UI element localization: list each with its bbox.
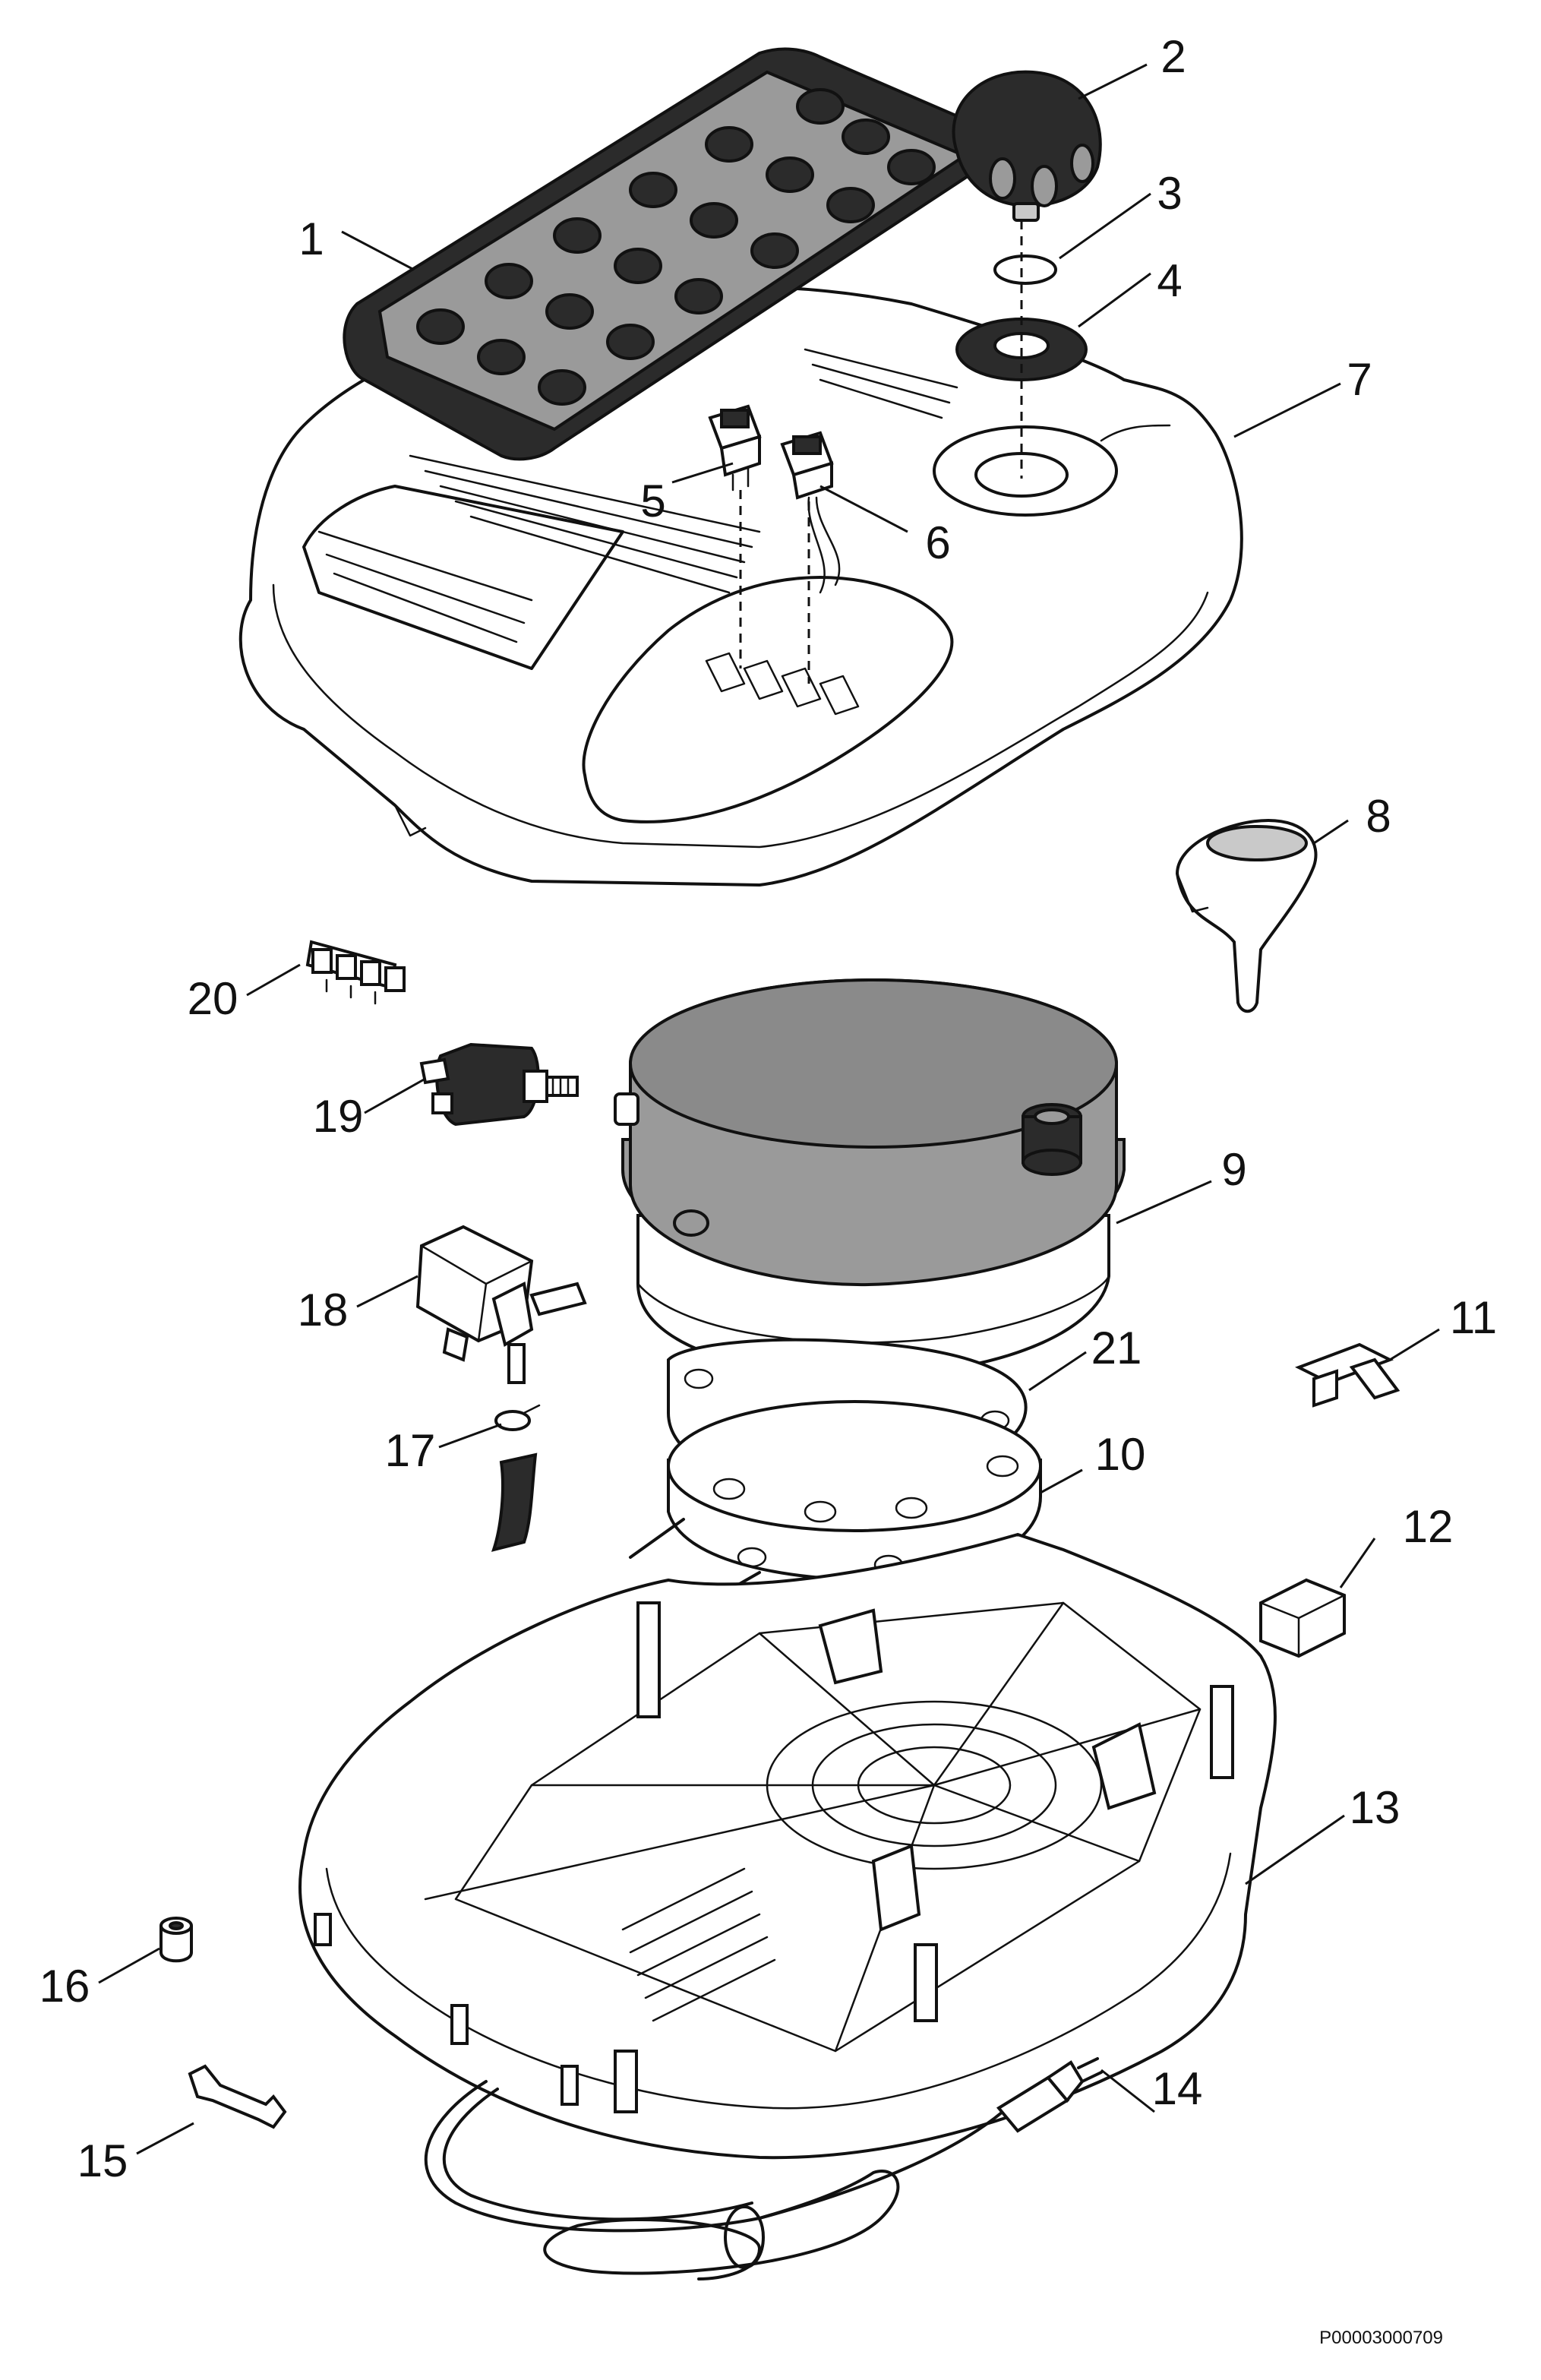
part-9-boiler: [614, 978, 1126, 1378]
part-7-slots: [705, 652, 860, 716]
callout-6: 6: [925, 517, 950, 568]
callout-17: 17: [385, 1425, 436, 1476]
callout-numbers: 1 2 3 4 5 6 7 8 9 10 11 12 13 14 15 16 1…: [39, 31, 1498, 2186]
part-2-knob: [952, 70, 1102, 222]
leader-lines: [98, 63, 1440, 2155]
part-5-switch: [708, 404, 762, 491]
callout-4: 4: [1157, 255, 1182, 306]
part-7-ribs: [409, 348, 958, 594]
callout-12: 12: [1403, 1501, 1454, 1552]
callout-16: 16: [39, 1961, 90, 2012]
callout-1: 1: [298, 213, 324, 264]
callout-21: 21: [1091, 1323, 1142, 1373]
callout-10: 10: [1095, 1429, 1146, 1480]
callout-5: 5: [640, 476, 665, 526]
part-15-cable-clip: [188, 2064, 287, 2129]
part-1-bumps: [416, 88, 936, 406]
callout-8: 8: [1366, 791, 1391, 842]
part-17-hose: [491, 1452, 538, 1552]
callout-2: 2: [1160, 31, 1186, 82]
part-14-power-cord: [424, 2057, 1103, 2280]
part-3-o-ring: [993, 254, 1057, 285]
drawing-code: P00003000709: [1319, 2328, 1443, 2348]
callout-20: 20: [188, 973, 238, 1024]
part-1-tray: [343, 47, 1000, 461]
part-18-solenoid-valve: [415, 1225, 587, 1384]
part-13-vent-slots: [621, 1867, 776, 2022]
part-9-threaded-port: [1022, 1103, 1082, 1176]
part-20-terminal-block: [305, 940, 406, 1005]
callout-3: 3: [1157, 168, 1182, 219]
part-13-base: [298, 1532, 1277, 2160]
callout-19: 19: [313, 1091, 364, 1142]
part-17-clamp: [494, 1404, 541, 1431]
callout-9: 9: [1221, 1144, 1246, 1195]
part-12-bracket: [1259, 1578, 1346, 1658]
callout-7: 7: [1347, 354, 1372, 405]
callout-14: 14: [1152, 2063, 1203, 2114]
callout-13: 13: [1350, 1782, 1400, 1833]
callout-11: 11: [1450, 1292, 1497, 1343]
part-6-switch: [780, 431, 841, 594]
callout-15: 15: [77, 2135, 128, 2186]
part-11-thermostat: [1295, 1342, 1400, 1408]
callout-18: 18: [298, 1285, 349, 1335]
part-8-funnel: [1175, 818, 1318, 1013]
part-19-pump: [419, 1042, 579, 1127]
part-16-spacer: [159, 1917, 193, 1963]
